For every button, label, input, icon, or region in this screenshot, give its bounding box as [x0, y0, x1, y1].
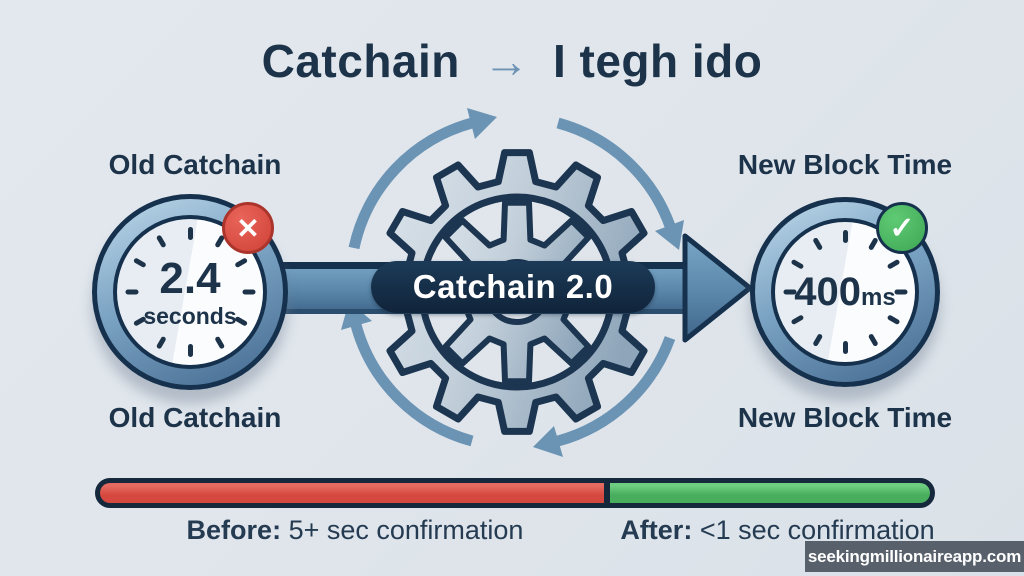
success-badge-icon: ✓: [876, 202, 928, 254]
progress-bar: [95, 478, 935, 508]
banner-label: Catchain 2.0: [412, 268, 614, 305]
before-clock-value: 2.4: [159, 253, 221, 303]
before-heading: Old Catchain: [108, 149, 282, 180]
page-title: Catchain → I tegh ido: [0, 34, 1024, 88]
after-caption: New Block Time: [737, 402, 953, 433]
after-clock-value: 400: [794, 270, 862, 314]
banner-pill: Catchain 2.0: [371, 261, 655, 313]
before-clock-reading: 2.4 seconds: [117, 219, 263, 365]
before-bar-caption-bold: Before:: [186, 515, 282, 545]
before-clock-face: 2.4 seconds: [113, 215, 267, 369]
before-bar-caption: Before: 5+ sec confirmation: [130, 515, 580, 546]
before-bar-caption-text: 5+ sec confirmation: [281, 515, 524, 545]
title-suffix: I tegh ido: [552, 35, 763, 87]
before-clock-ticks: [117, 219, 263, 365]
bar-before-segment: [100, 483, 611, 503]
watermark: seekingmillionaireapp.com: [805, 541, 1024, 572]
error-glyph: ✕: [236, 212, 260, 244]
before-clock-unit: seconds: [143, 302, 237, 329]
right-arrow-icon: →: [483, 35, 530, 87]
after-bar-caption: After: <1 sec confirmation: [555, 515, 1000, 546]
before-caption: Old Catchain: [108, 402, 282, 433]
before-clock-icon: 2.4 seconds: [92, 194, 288, 390]
success-glyph: ✓: [889, 211, 915, 245]
after-clock-ticks: [775, 222, 915, 362]
after-bar-caption-bold: After:: [620, 515, 693, 545]
after-heading: New Block Time: [737, 149, 953, 180]
after-clock-reading: 400 ms: [775, 222, 915, 362]
after-bar-caption-text: <1 sec confirmation: [692, 515, 935, 545]
title-product: Catchain: [261, 35, 460, 87]
bar-after-segment: [610, 483, 930, 503]
after-clock-unit: ms: [861, 284, 896, 311]
error-badge-icon: ✕: [222, 202, 274, 254]
watermark-text: seekingmillionaireapp.com: [807, 546, 1022, 566]
after-clock-face: 400 ms: [771, 218, 919, 366]
